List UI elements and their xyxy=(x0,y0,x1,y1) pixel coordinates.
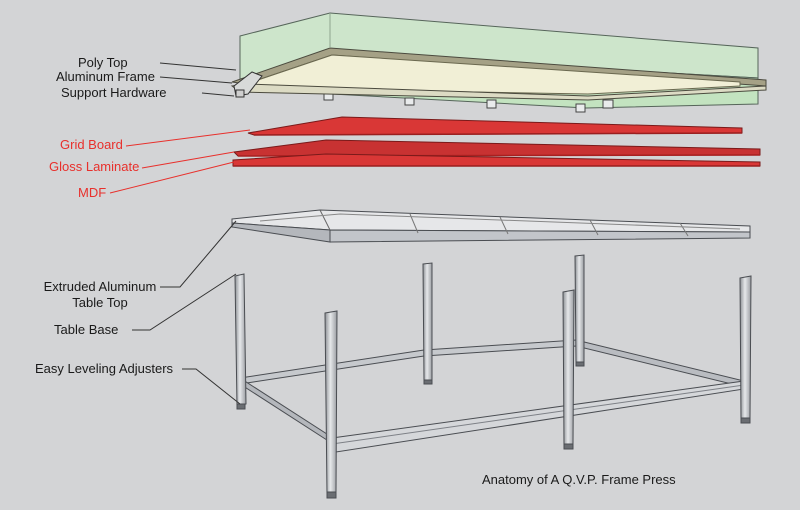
label-extruded-aluminum-table-top: Extruded Aluminum Table Top xyxy=(30,279,170,311)
support-hardware-brackets xyxy=(323,92,614,113)
leveling-adjusters xyxy=(236,361,751,499)
label-aluminum-frame: Aluminum Frame xyxy=(56,69,155,84)
label-grid-board: Grid Board xyxy=(60,137,123,152)
label-gloss-laminate: Gloss Laminate xyxy=(49,159,140,174)
gloss-laminate-part xyxy=(232,139,761,157)
label-poly-top: Poly Top xyxy=(78,55,128,70)
label-extruded-line2: Table Top xyxy=(72,295,128,310)
grid-board-part xyxy=(247,116,743,136)
extruded-table-top-part xyxy=(231,209,751,243)
label-extruded-line1: Extruded Aluminum xyxy=(43,279,157,294)
table-base-part xyxy=(234,254,752,499)
aluminum-frame-part xyxy=(230,47,767,101)
label-mdf: MDF xyxy=(78,185,107,200)
mdf-part xyxy=(232,153,761,167)
label-table-base: Table Base xyxy=(54,322,119,337)
leader-lines xyxy=(109,62,251,405)
label-easy-leveling-adjusters: Easy Leveling Adjusters xyxy=(35,361,174,376)
label-support-hardware: Support Hardware xyxy=(61,85,167,100)
table-legs xyxy=(234,254,752,495)
aluminum-frame-front xyxy=(230,83,767,101)
diagram-caption: Anatomy of A Q.V.P. Frame Press xyxy=(482,472,676,487)
